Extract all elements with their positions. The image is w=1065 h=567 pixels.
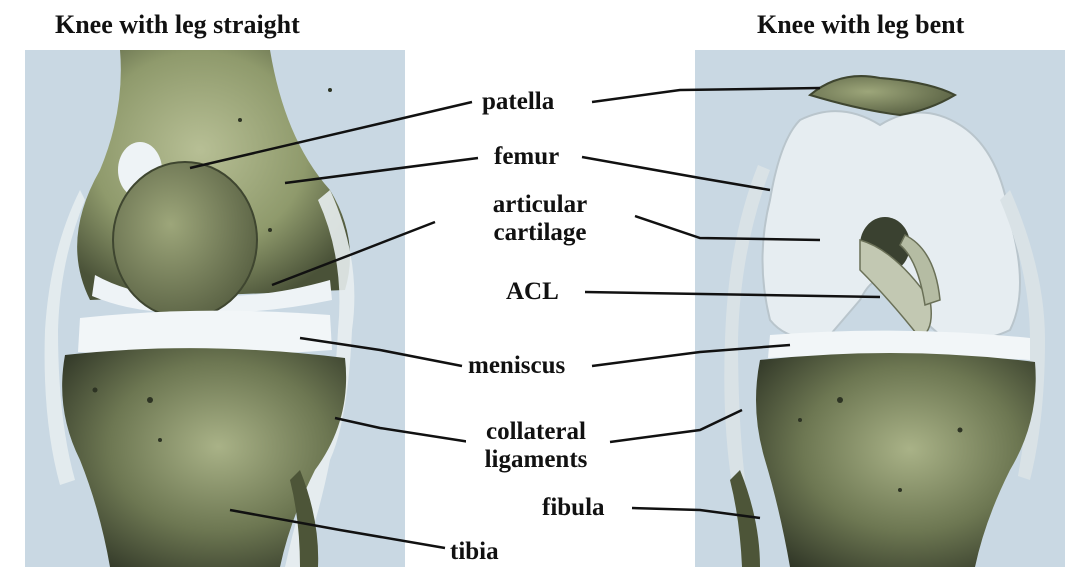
femur-label: femur [490, 143, 563, 171]
articular-cartilage-label: articular cartilage [470, 191, 610, 247]
left-title: Knee with leg straight [55, 10, 300, 40]
collateral-label-line1: collateral [466, 418, 606, 446]
articular-label-line1: articular [470, 191, 610, 219]
acl-label: ACL [502, 278, 563, 306]
collateral-ligaments-label: collateral ligaments [466, 418, 606, 474]
patella-label: patella [478, 88, 558, 116]
tibia-label: tibia [446, 538, 503, 566]
left-patella [113, 162, 257, 318]
right-title: Knee with leg bent [757, 10, 964, 40]
collateral-label-line2: ligaments [466, 446, 606, 474]
meniscus-label: meniscus [464, 352, 569, 380]
fibula-label: fibula [538, 494, 609, 522]
articular-label-line2: cartilage [470, 219, 610, 247]
